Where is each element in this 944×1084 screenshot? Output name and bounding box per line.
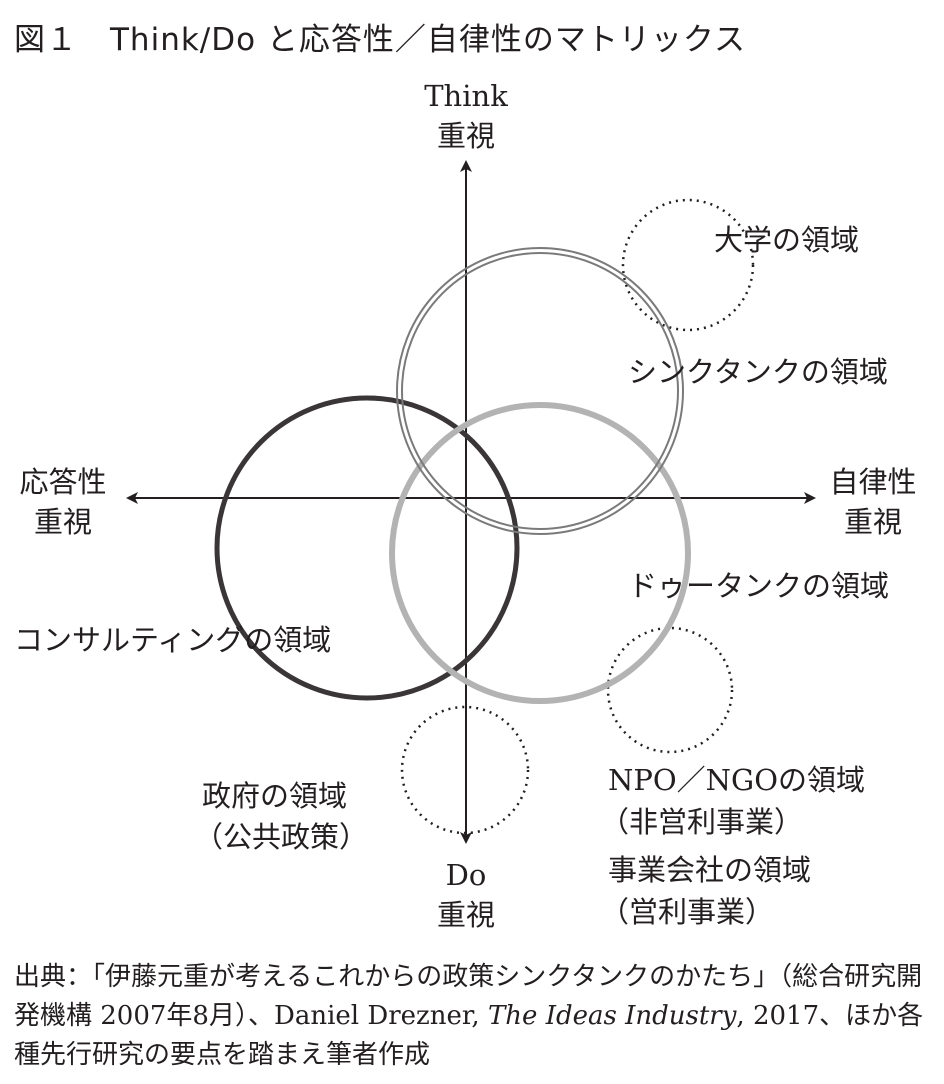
- figure-title: 図１ Think/Do と応答性／自律性のマトリックス: [14, 22, 746, 58]
- government-circle: [400, 705, 530, 835]
- caption-text-end: , 2017、ほか各種先行研究の要点を踏まえ筆者作成: [14, 1001, 924, 1070]
- think-tank-circle-inner: [401, 252, 679, 530]
- label-think-tank: シンクタンクの領域: [628, 355, 888, 389]
- axis-label-do-line1: Do: [445, 858, 487, 892]
- source-caption: 出典：「伊藤元重が考えるこれからの政策シンクタンクのかたち」（総合研究開発機構 …: [14, 958, 934, 1075]
- axis-label-think-line2: 重視: [436, 119, 495, 153]
- label-government: 政府の領域: [202, 779, 348, 813]
- label-university: 大学の領域: [714, 223, 860, 257]
- axis-label-think: Think 重視: [416, 76, 516, 156]
- axis-label-right-line2: 重視: [843, 505, 902, 539]
- npo-circle: [606, 626, 734, 754]
- university-circle: [621, 198, 755, 332]
- label-npo: NPO／NGOの領域: [608, 763, 865, 797]
- label-company-sub: （営利事業）: [600, 895, 775, 929]
- label-do-tank: ドゥータンクの領域: [628, 569, 890, 603]
- axis-label-right-line1: 自律性: [829, 465, 917, 499]
- consulting-circle: [214, 395, 520, 701]
- label-consulting: コンサルティングの領域: [14, 623, 332, 657]
- axis-label-autonomy: 自律性 重視: [818, 462, 928, 542]
- think-tank-circle-outer: [396, 247, 684, 535]
- label-company: 事業会社の領域: [608, 853, 812, 887]
- axis-label-responsiveness: 応答性 重視: [8, 462, 118, 542]
- axis-label-do-line2: 重視: [436, 898, 495, 932]
- caption-text: 出典：「伊藤元重が考えるこれからの政策シンクタンクのかたち」（総合研究開発機構 …: [14, 962, 923, 1031]
- axis-label-left-line2: 重視: [33, 505, 92, 539]
- caption-book-title: The Ideas Industry: [487, 1001, 737, 1031]
- axis-label-do: Do 重視: [416, 855, 516, 935]
- axis-label-think-line1: Think: [424, 79, 508, 113]
- label-government-sub: （公共政策）: [194, 820, 369, 854]
- do-tank-circle: [389, 402, 691, 704]
- label-npo-sub: （非営利事業）: [600, 805, 804, 839]
- axis-label-left-line1: 応答性: [19, 465, 107, 499]
